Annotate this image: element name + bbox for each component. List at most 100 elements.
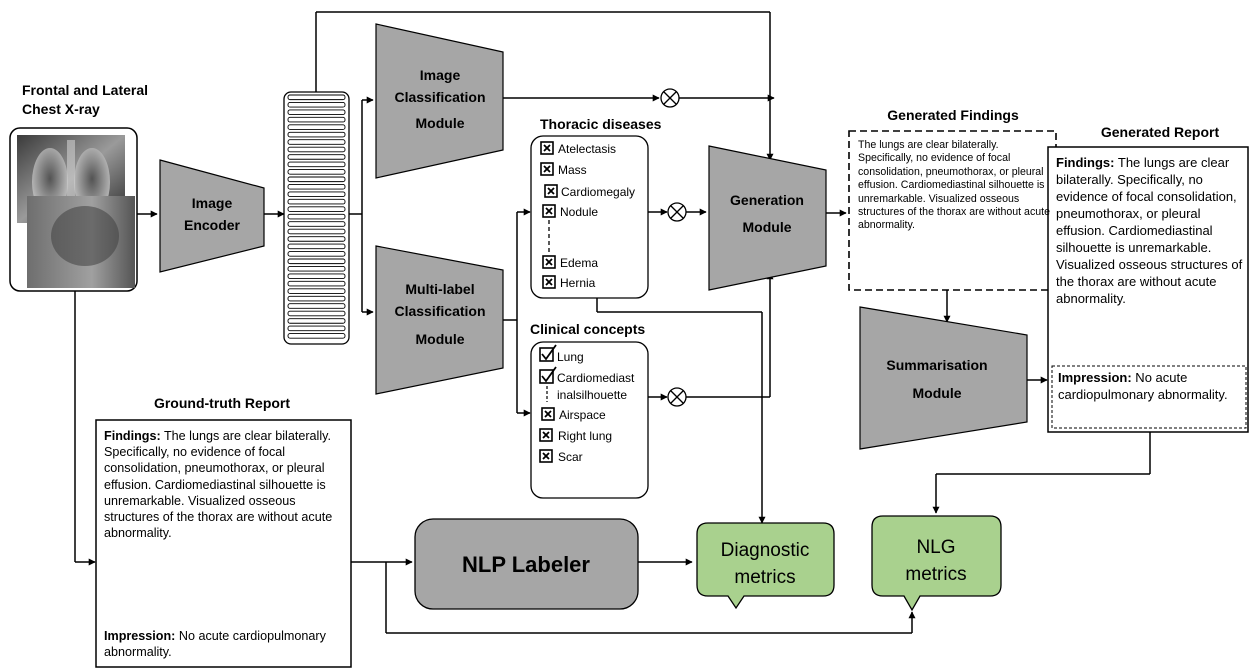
diagnostic-line2: metrics bbox=[734, 567, 795, 588]
summarisation-module bbox=[859, 306, 1028, 450]
nlp-labeler-label: NLP Labeler bbox=[462, 552, 590, 577]
thoracic-item-label: Atelectasis bbox=[558, 142, 616, 156]
multi-cls-line2: Classification bbox=[394, 303, 485, 319]
multi-label-classification-module bbox=[375, 245, 504, 395]
generation-line1: Generation bbox=[730, 192, 804, 208]
diagnostic-line1: Diagnostic bbox=[721, 540, 810, 561]
generated-impression-box bbox=[1051, 365, 1247, 429]
feature-vector-cell bbox=[287, 258, 346, 265]
feature-vector-cell bbox=[287, 169, 346, 175]
image-encoder-block bbox=[159, 159, 265, 273]
feature-vector-cell bbox=[287, 236, 346, 242]
diagnostic-metrics-callout bbox=[696, 522, 835, 610]
generated-report-impression: Impression: No acute cardiopulmonary abn… bbox=[1058, 369, 1244, 403]
thoracic-item-edema: Edema bbox=[542, 255, 598, 270]
feature-vector-cell bbox=[287, 94, 346, 101]
findings-label: Findings: bbox=[1056, 155, 1115, 170]
thoracic-item-label: Hernia bbox=[560, 276, 596, 290]
thoracic-item-atelectasis: Atelectasis bbox=[540, 141, 616, 156]
feature-vector-cell bbox=[287, 154, 346, 160]
feature-vector-cell bbox=[287, 273, 346, 279]
image-cls-line2: Classification bbox=[394, 89, 485, 105]
summarisation-line1: Summarisation bbox=[886, 357, 987, 373]
checked-icon bbox=[539, 369, 554, 384]
feature-vector-cell bbox=[287, 295, 346, 302]
clinical-item-lung: Lung bbox=[539, 344, 584, 364]
feature-vector-cell bbox=[287, 228, 346, 235]
image-encoder-label-line2: Encoder bbox=[184, 217, 241, 233]
impression-text: No acute cardiopulmonary abnormality. bbox=[1058, 370, 1228, 402]
impression-text: No acute cardiopulmonary abnormality. bbox=[104, 629, 326, 660]
feature-vector-cell bbox=[287, 124, 346, 130]
ground-truth-findings: Findings: The lungs are clear bilaterall… bbox=[104, 428, 346, 541]
impression-label: Impression: bbox=[1058, 370, 1132, 385]
thoracic-item-label: Edema bbox=[560, 256, 598, 270]
nlg-metrics-callout bbox=[871, 515, 1002, 612]
feature-vector-cell bbox=[287, 116, 346, 123]
input-title-line2: Chest X-ray bbox=[22, 101, 100, 117]
feature-vector-cell bbox=[287, 266, 346, 272]
thoracic-item-hernia: Hernia bbox=[542, 275, 596, 290]
generation-module bbox=[708, 145, 827, 291]
clinical-item-label: Scar bbox=[558, 450, 583, 464]
findings-text: The lungs are clear bilaterally. Specifi… bbox=[1056, 155, 1243, 306]
thoracic-item-label: Mass bbox=[558, 163, 587, 177]
feature-vector-cell bbox=[287, 206, 346, 212]
feature-vector-cell bbox=[287, 318, 346, 324]
ground-truth-box bbox=[95, 419, 352, 668]
image-cls-line3: Module bbox=[416, 115, 465, 131]
clinical-item-label-part1: Cardiomediast bbox=[557, 371, 635, 385]
feature-vector-cell bbox=[287, 131, 346, 138]
feature-vector-cell bbox=[287, 183, 346, 190]
feature-vector-cell bbox=[287, 101, 346, 108]
multi-cls-line1: Multi-label bbox=[405, 281, 474, 297]
feature-vector-cell bbox=[287, 288, 346, 294]
feature-vector-cell bbox=[287, 213, 346, 220]
clinical-item-right-lung: Right lung bbox=[539, 428, 612, 443]
nlp-labeler-block bbox=[414, 518, 639, 610]
image-encoder-label-line1: Image bbox=[192, 195, 233, 211]
clinical-title: Clinical concepts bbox=[530, 321, 645, 337]
thoracic-diseases-box bbox=[530, 135, 649, 299]
summarisation-line2: Module bbox=[913, 385, 962, 401]
findings-label: Findings: bbox=[104, 429, 161, 443]
thoracic-title: Thoracic diseases bbox=[540, 116, 662, 132]
generated-report-findings: Findings: The lungs are clear bilaterall… bbox=[1056, 154, 1246, 307]
feature-vector-cell bbox=[287, 109, 346, 115]
nlg-line1: NLG bbox=[916, 537, 955, 558]
feature-vector-cell bbox=[287, 139, 346, 145]
generated-report-box bbox=[1047, 146, 1249, 433]
generated-findings-box bbox=[848, 130, 1057, 291]
thoracic-item-label: Cardiomegaly bbox=[561, 185, 635, 199]
image-classification-module bbox=[375, 23, 504, 179]
clinical-item-label: Right lung bbox=[558, 429, 612, 443]
nlg-line2: metrics bbox=[905, 564, 966, 585]
impression-label: Impression: bbox=[104, 629, 176, 643]
ground-truth-impression: Impression: No acute cardiopulmonary abn… bbox=[104, 628, 346, 660]
feature-vector-cell bbox=[287, 191, 346, 197]
multi-cls-line3: Module bbox=[416, 331, 465, 347]
feature-vector-cell bbox=[287, 221, 346, 227]
feature-vector-cell bbox=[287, 303, 346, 309]
clinical-item-scar: Scar bbox=[539, 449, 583, 464]
findings-text: The lungs are clear bilaterally. Specifi… bbox=[104, 429, 333, 541]
feature-vector-cell bbox=[287, 310, 346, 317]
feature-vector-cell bbox=[287, 243, 346, 250]
clinical-item-label: Airspace bbox=[559, 408, 606, 422]
feature-vector-cell bbox=[287, 176, 346, 183]
thoracic-item-nodule: Nodule bbox=[542, 204, 598, 219]
feature-vector-cell bbox=[287, 280, 346, 287]
clinical-item-label: Lung bbox=[557, 350, 584, 364]
generated-findings-text: The lungs are clear bilaterally. Specifi… bbox=[858, 139, 1050, 232]
lateral-xray-image bbox=[27, 196, 135, 288]
clinical-item-cardiomediastinal: Cardiomediast inalsilhouette bbox=[539, 366, 635, 402]
feature-vector-cell bbox=[287, 251, 346, 257]
checked-icon bbox=[539, 347, 554, 362]
thoracic-item-cardiomegaly: Cardiomegaly bbox=[544, 184, 635, 199]
clinical-item-label-part2: inalsilhouette bbox=[557, 388, 627, 402]
feature-vector-cell bbox=[287, 333, 346, 339]
generation-line2: Module bbox=[743, 219, 792, 235]
feature-vector-cell bbox=[287, 325, 346, 332]
clinical-concepts-box bbox=[530, 341, 649, 499]
